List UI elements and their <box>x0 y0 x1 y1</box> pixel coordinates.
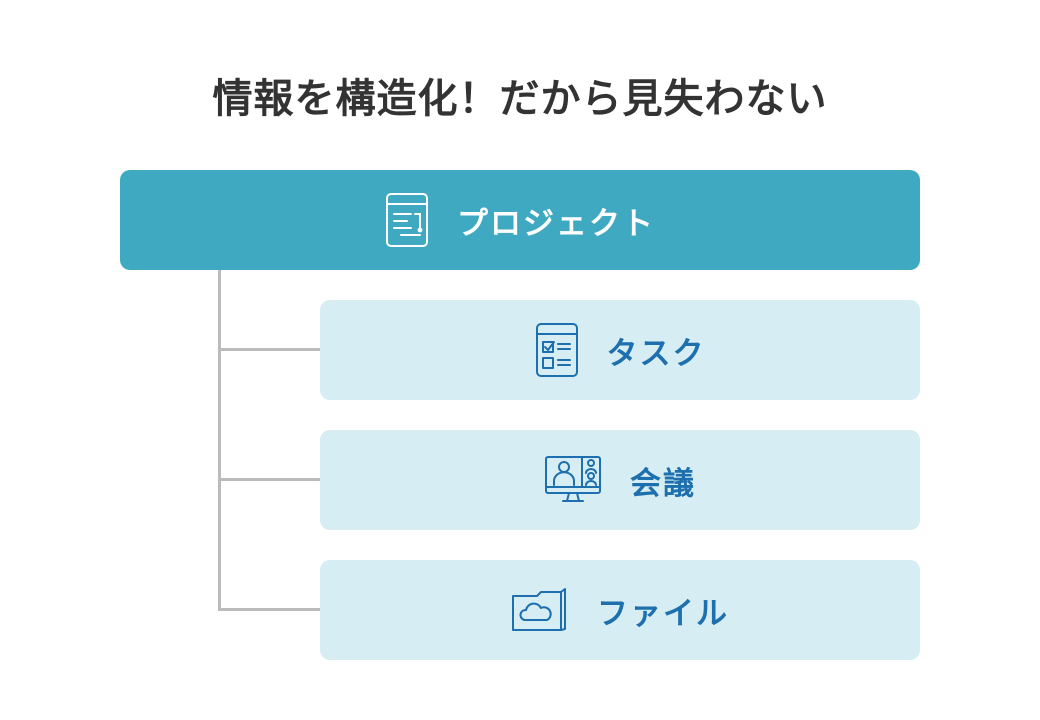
checklist-icon <box>535 322 579 378</box>
files-node: ファイル <box>320 560 920 660</box>
diagram-title: 情報を構造化！だから見失わない <box>212 76 828 122</box>
tasks-label: タスク <box>606 335 706 372</box>
cloud-folder-icon <box>511 586 569 634</box>
meetings-node: 会議 <box>320 430 920 530</box>
tree-branch-line-tasks <box>218 348 320 351</box>
document-list-icon <box>385 192 429 248</box>
project-label: プロジェクト <box>457 205 655 242</box>
tree-branch-line-meetings <box>218 478 320 481</box>
tree-trunk-line <box>218 270 221 611</box>
project-node: プロジェクト <box>120 170 920 270</box>
files-label: ファイル <box>597 595 729 632</box>
tree-branch-line-files <box>218 608 320 611</box>
tasks-node: タスク <box>320 300 920 400</box>
video-meeting-icon <box>544 455 602 505</box>
meetings-label: 会議 <box>630 465 696 502</box>
